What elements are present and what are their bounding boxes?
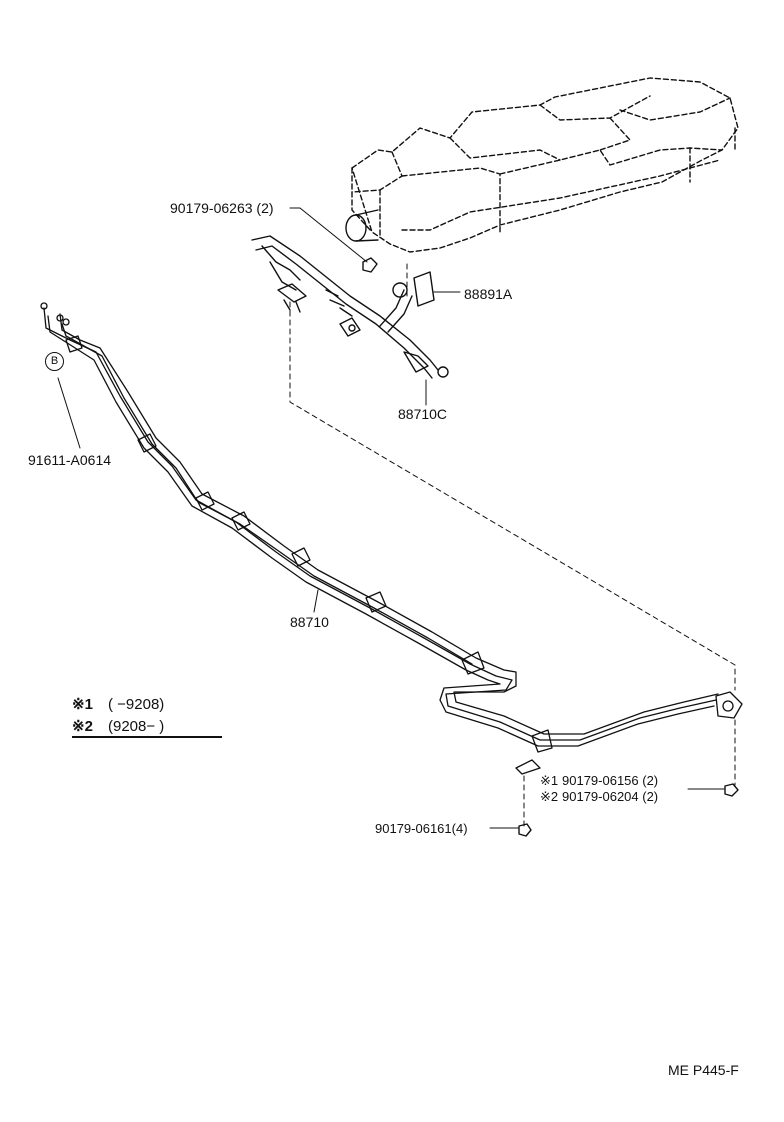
leader-bolt-top — [289, 207, 368, 263]
callout-bolt-top: 90179-06263 (2) — [170, 200, 274, 216]
hose-88710c — [251, 235, 449, 379]
legend-row-2: ※2 (9208− ) — [72, 716, 164, 738]
fuel-tank-outline — [351, 77, 739, 253]
legend-mark-1: ※1 — [72, 696, 93, 713]
bracket-plate-shape — [413, 271, 435, 307]
ref-mark-1: ※1 — [540, 773, 559, 788]
nut-bottom-left-shape — [518, 823, 532, 837]
locator-lines — [289, 263, 736, 829]
callout-nut-right-2: 90179-06204 (2) — [562, 789, 659, 804]
legend-range-2: (9208− ) — [108, 718, 165, 735]
tube-88710 — [40, 302, 743, 775]
callout-nut-bottom-left: 90179-06161(4) — [375, 821, 468, 836]
legend-mark-2: ※2 — [72, 718, 93, 735]
circle-b-marker: B — [45, 352, 64, 371]
diagram-code: ME P445-F — [668, 1062, 739, 1078]
callout-clamp-left: 91611-A0614 — [28, 452, 112, 468]
legend-row-1: ※1 ( −9208) — [72, 694, 164, 716]
callout-bracket-plate: 88891A — [464, 286, 513, 302]
bolt-top-shape — [362, 257, 378, 273]
callout-tube-assembly: 88710 — [290, 614, 329, 630]
callout-hose: 88710C — [398, 406, 448, 422]
leader-clamp — [57, 377, 81, 449]
legend: ※1 ( −9208) ※2 (9208− ) — [72, 694, 222, 738]
leader-tube — [313, 589, 319, 613]
nut-right-shape — [724, 783, 739, 797]
filler-neck — [345, 214, 367, 242]
callout-nut-right-1: 90179-06156 (2) — [562, 773, 659, 788]
legend-range-1: ( −9208) — [108, 696, 165, 713]
legend-underline — [72, 736, 222, 738]
ref-mark-2: ※2 — [540, 789, 559, 804]
